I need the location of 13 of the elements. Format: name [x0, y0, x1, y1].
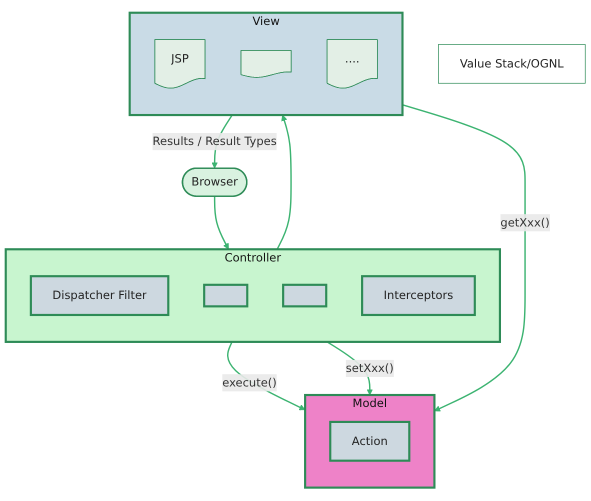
- arrow: [276, 115, 292, 250]
- node-box: Interceptors: [361, 275, 476, 316]
- node-box: Dispatcher Filter: [30, 275, 170, 316]
- edge-label: Results / Result Types: [152, 134, 277, 148]
- edge-label: getXxx(): [500, 216, 550, 230]
- node-box: [203, 284, 248, 308]
- node-box: Value Stack/OGNL: [438, 44, 586, 84]
- edge-label: execute(): [222, 376, 277, 390]
- node-box: [282, 284, 328, 308]
- edge-label: setXxx(): [346, 362, 394, 376]
- arrow: [402, 104, 526, 412]
- arrow: [214, 196, 229, 250]
- node-box: Action: [329, 421, 410, 462]
